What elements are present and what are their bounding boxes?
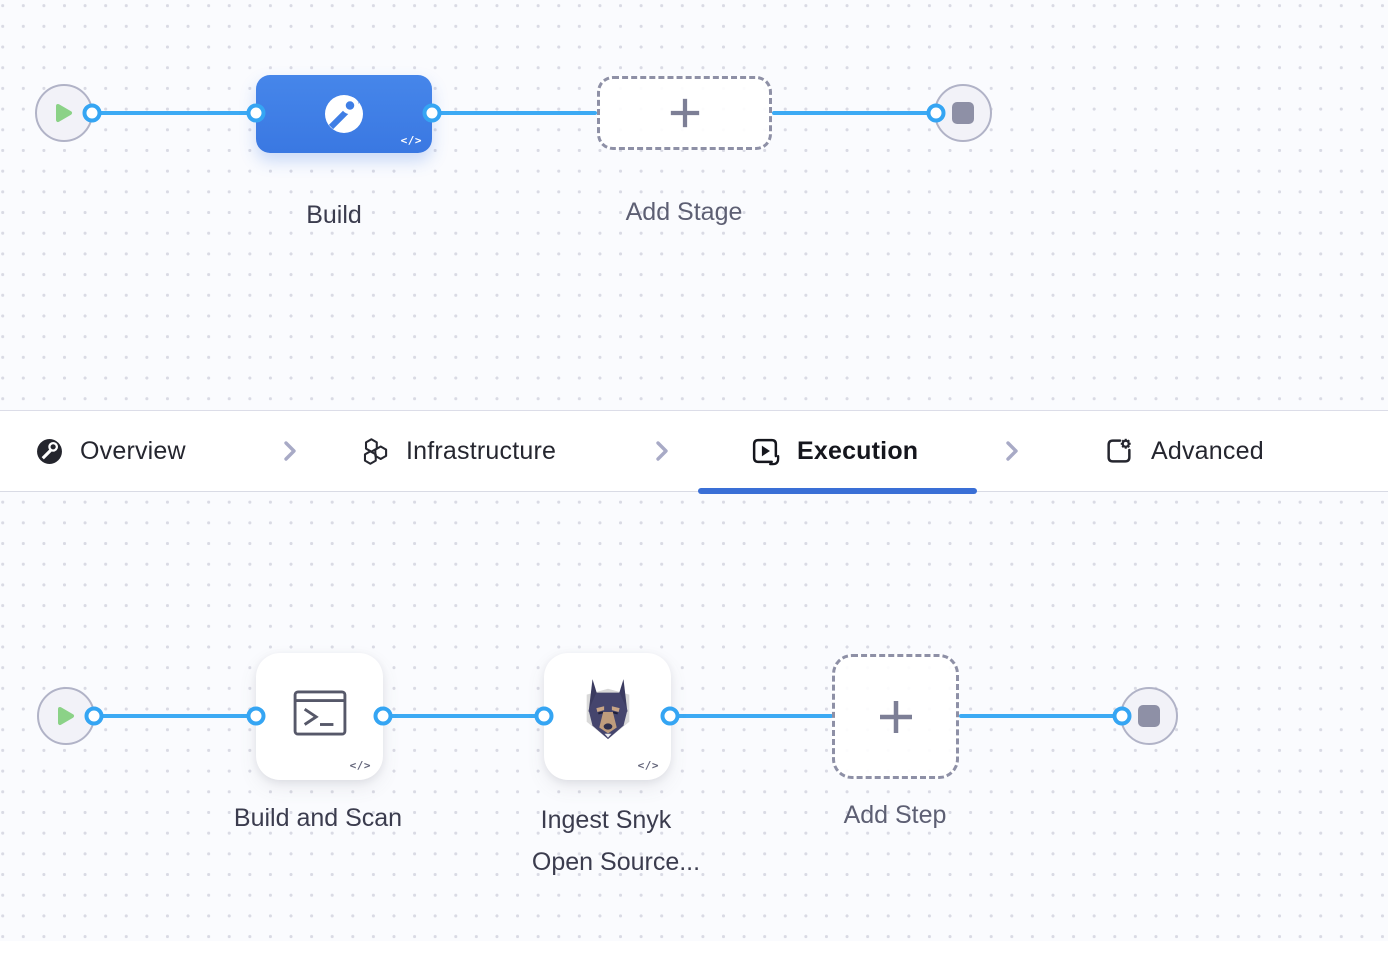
step-label: Ingest Snyk Open Source... — [522, 805, 700, 877]
stage-config-tabbar: Overview Infrastructure Execution — [0, 410, 1388, 494]
chevron-right-icon — [284, 441, 296, 461]
play-icon — [58, 707, 74, 725]
tab-overview[interactable]: Overview — [36, 411, 186, 491]
connector-port[interactable] — [1112, 706, 1132, 726]
run-terminal-icon — [293, 689, 346, 736]
connector-port[interactable] — [660, 706, 680, 726]
stop-icon — [952, 102, 974, 124]
add-step-button[interactable] — [832, 654, 959, 779]
code-badge: </> — [637, 759, 659, 772]
step-ingest-snyk[interactable]: </> — [544, 653, 671, 780]
pipeline-end-node — [934, 84, 992, 142]
connector-port[interactable] — [82, 103, 102, 123]
play-icon — [56, 104, 72, 122]
edge-addstep-to-end — [959, 714, 1122, 718]
pipeline-overview-icon — [37, 438, 62, 464]
step-build-and-scan[interactable]: </> — [256, 653, 383, 780]
add-stage-label: Add Stage — [625, 198, 743, 226]
add-stage-button[interactable] — [597, 76, 772, 150]
tab-label: Overview — [80, 436, 186, 465]
connector-port[interactable] — [84, 706, 104, 726]
connector-port[interactable] — [373, 706, 393, 726]
connector-port[interactable] — [422, 103, 442, 123]
advanced-gear-icon — [1107, 438, 1131, 463]
chevron-right-icon — [656, 441, 668, 461]
tab-label: Infrastructure — [406, 436, 557, 465]
edge-start-to-step1 — [94, 714, 257, 718]
snyk-doberman-logo — [586, 678, 629, 739]
step-label: Build and Scan — [233, 804, 403, 832]
tab-label: Execution — [797, 436, 919, 465]
plus-icon — [879, 700, 912, 733]
active-tab-underline — [698, 488, 977, 494]
edge-step1-to-step2 — [383, 714, 545, 718]
connector-port[interactable] — [534, 706, 554, 726]
code-badge: </> — [400, 134, 422, 147]
tab-execution[interactable]: Execution — [750, 411, 918, 491]
add-step-label: Add Step — [843, 801, 947, 829]
edge-start-to-build — [92, 111, 257, 115]
step-label-line2: Open Source... — [531, 848, 701, 876]
connector-port[interactable] — [926, 103, 946, 123]
stage-label: Build — [306, 201, 362, 229]
stage-build-node[interactable]: </> — [256, 75, 432, 153]
ci-build-icon — [325, 95, 363, 133]
edge-build-to-addstage — [432, 111, 597, 115]
code-badge: </> — [349, 759, 371, 772]
stop-icon — [1138, 705, 1160, 727]
connector-port[interactable] — [246, 706, 266, 726]
tab-advanced[interactable]: Advanced — [1104, 411, 1264, 491]
connector-port[interactable] — [246, 103, 266, 123]
edge-addstage-to-end — [772, 111, 936, 115]
execution-play-icon — [752, 438, 780, 466]
chevron-right-icon — [1006, 441, 1018, 461]
edge-step2-to-addstep — [670, 714, 833, 718]
plus-icon — [670, 98, 699, 128]
canvas-bottom-gutter — [0, 941, 1388, 954]
hexagons-infrastructure-icon — [363, 437, 388, 465]
tab-infrastructure[interactable]: Infrastructure — [360, 411, 556, 491]
tab-label: Advanced — [1151, 436, 1264, 465]
step-label-line1: Ingest Snyk — [540, 806, 672, 834]
